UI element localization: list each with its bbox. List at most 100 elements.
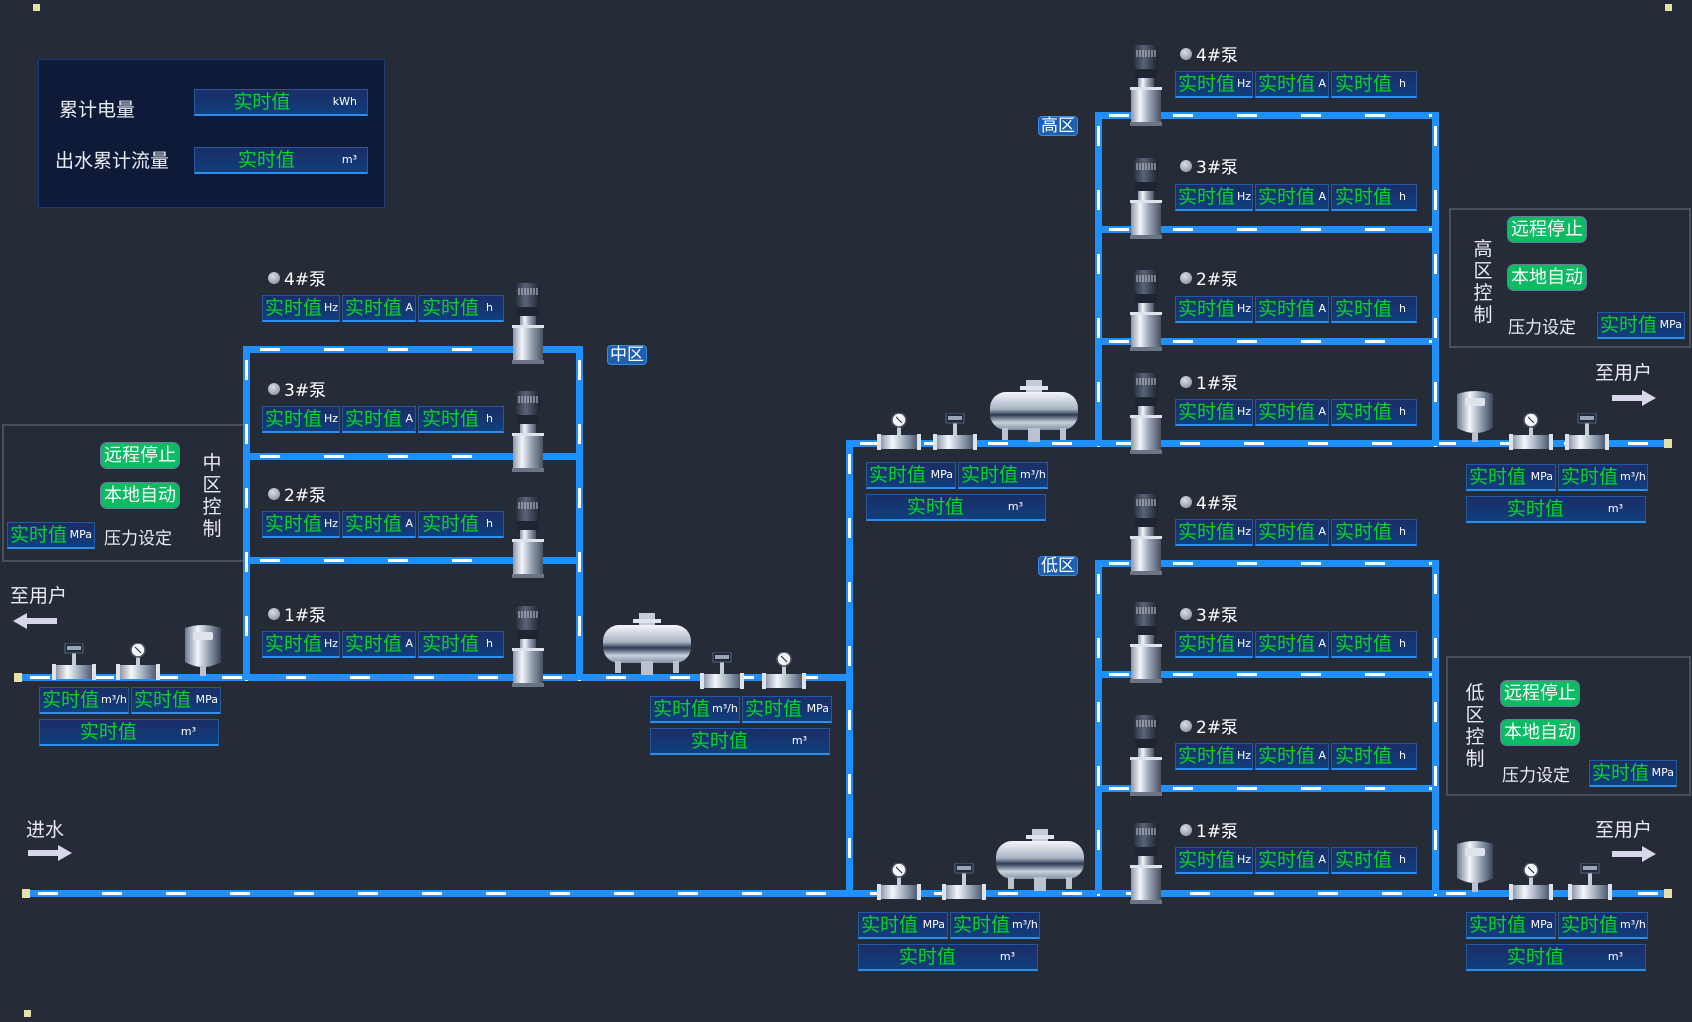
pipe xyxy=(246,557,583,564)
energy-unit: kWh xyxy=(332,95,357,108)
pump-name: 3#泵 xyxy=(284,381,327,401)
meter-value: 实时值 xyxy=(1561,914,1619,936)
vertical-pump-icon[interactable] xyxy=(511,283,545,369)
meter-value: 实时值 xyxy=(869,464,927,486)
local-auto-button[interactable]: 本地自动 xyxy=(1500,719,1580,746)
pump-current-value: 实时值 xyxy=(345,633,403,655)
pump-label: 1#泵 xyxy=(1180,817,1238,842)
storage-tank-icon xyxy=(1455,388,1495,446)
pump-freq-value: 实时值 xyxy=(1178,633,1236,655)
status-indicator-icon xyxy=(1180,271,1192,284)
vertical-pump-icon[interactable] xyxy=(1129,45,1163,131)
vertical-pump-icon[interactable] xyxy=(511,497,545,583)
pressure-setpoint-input[interactable]: 实时值 MPa xyxy=(1589,760,1677,787)
pressure-setpoint-input[interactable]: 实时值 MPa xyxy=(1597,312,1685,339)
pump-runtime-value: 实时值 xyxy=(1335,401,1393,423)
pump-name: 2#泵 xyxy=(1196,718,1239,738)
pipe xyxy=(1095,112,1439,119)
vertical-pump-icon[interactable] xyxy=(1129,823,1163,909)
vertical-pump-icon[interactable] xyxy=(1129,270,1163,356)
pump-current-unit: A xyxy=(405,412,413,425)
pump-freq-unit: Hz xyxy=(1237,302,1252,315)
pump-runtime-unit: h xyxy=(1399,749,1406,762)
pump-current-unit: A xyxy=(1318,749,1326,762)
storage-tank-icon xyxy=(1455,838,1495,896)
meter-unit: MPa xyxy=(922,918,945,931)
pump-current-unit: A xyxy=(405,301,413,314)
pressure-value: 实时值 xyxy=(1592,762,1650,784)
pressure-unit: MPa xyxy=(1659,318,1682,331)
pressure-setpoint-input[interactable]: 实时值 MPa xyxy=(7,522,95,549)
meter-value: 实时值 xyxy=(42,689,100,711)
pump-label: 1#泵 xyxy=(268,601,326,626)
vertical-pump-icon[interactable] xyxy=(1129,602,1163,688)
pump-freq-unit: Hz xyxy=(1237,853,1252,866)
pump-name: 4#泵 xyxy=(284,270,327,290)
meter-total-value: 实时值 xyxy=(906,496,964,518)
pipe xyxy=(846,440,1667,447)
pump-freq-value: 实时值 xyxy=(265,408,323,430)
pump-freq-unit: Hz xyxy=(1237,190,1252,203)
pump-label: 3#泵 xyxy=(268,376,326,401)
pump-label: 2#泵 xyxy=(1180,713,1238,738)
meter-total-unit: m³ xyxy=(999,950,1015,963)
status-indicator-icon xyxy=(268,607,280,620)
meter-unit: m³/h xyxy=(712,702,738,715)
status-indicator-icon xyxy=(1180,159,1192,172)
pipe-end xyxy=(1664,439,1672,448)
vertical-pump-icon[interactable] xyxy=(511,606,545,692)
pump-current-value: 实时值 xyxy=(1258,521,1316,543)
local-auto-button[interactable]: 本地自动 xyxy=(1507,264,1587,291)
meter-unit: MPa xyxy=(1530,470,1553,483)
pump-current-unit: A xyxy=(1318,302,1326,315)
pipe xyxy=(16,674,849,681)
pump-runtime-unit: h xyxy=(1399,637,1406,650)
pump-freq-value: 实时值 xyxy=(1178,298,1236,320)
vertical-pump-icon[interactable] xyxy=(1129,158,1163,244)
pipe xyxy=(846,440,853,896)
pressure-value: 实时值 xyxy=(10,524,68,546)
pump-freq-unit: Hz xyxy=(324,412,339,425)
pump-runtime-value: 实时值 xyxy=(1335,745,1393,767)
pump-current-value: 实时值 xyxy=(1258,849,1316,871)
local-auto-button[interactable]: 本地自动 xyxy=(100,482,180,509)
pump-freq-value: 实时值 xyxy=(1178,401,1236,423)
pump-label: 3#泵 xyxy=(1180,601,1238,626)
pressure-tank-icon xyxy=(988,380,1080,446)
meter-unit: MPa xyxy=(195,693,218,706)
meter-value: 实时值 xyxy=(134,689,192,711)
remote-stop-button[interactable]: 远程停止 xyxy=(100,442,180,469)
vertical-pump-icon[interactable] xyxy=(1129,373,1163,459)
pump-runtime-box: 实时值 h xyxy=(1331,743,1417,770)
remote-stop-button[interactable]: 远程停止 xyxy=(1507,216,1587,243)
vertical-pump-icon[interactable] xyxy=(1129,494,1163,580)
meter-value: 实时值 xyxy=(1469,914,1527,936)
pump-runtime-unit: h xyxy=(1399,190,1406,203)
pump-label: 1#泵 xyxy=(1180,369,1238,394)
vertical-pump-icon[interactable] xyxy=(511,391,545,477)
vertical-pump-icon[interactable] xyxy=(1129,715,1163,801)
remote-stop-button[interactable]: 远程停止 xyxy=(1500,680,1580,707)
pump-freq-unit: Hz xyxy=(1237,405,1252,418)
pump-freq-unit: Hz xyxy=(324,301,339,314)
pump-freq-unit: Hz xyxy=(1237,525,1252,538)
pump-current-unit: A xyxy=(1318,405,1326,418)
pump-runtime-unit: h xyxy=(1399,77,1406,90)
pump-freq-value: 实时值 xyxy=(1178,745,1236,767)
arrow-right-icon xyxy=(1612,846,1656,862)
pressure-unit: MPa xyxy=(1651,766,1674,779)
